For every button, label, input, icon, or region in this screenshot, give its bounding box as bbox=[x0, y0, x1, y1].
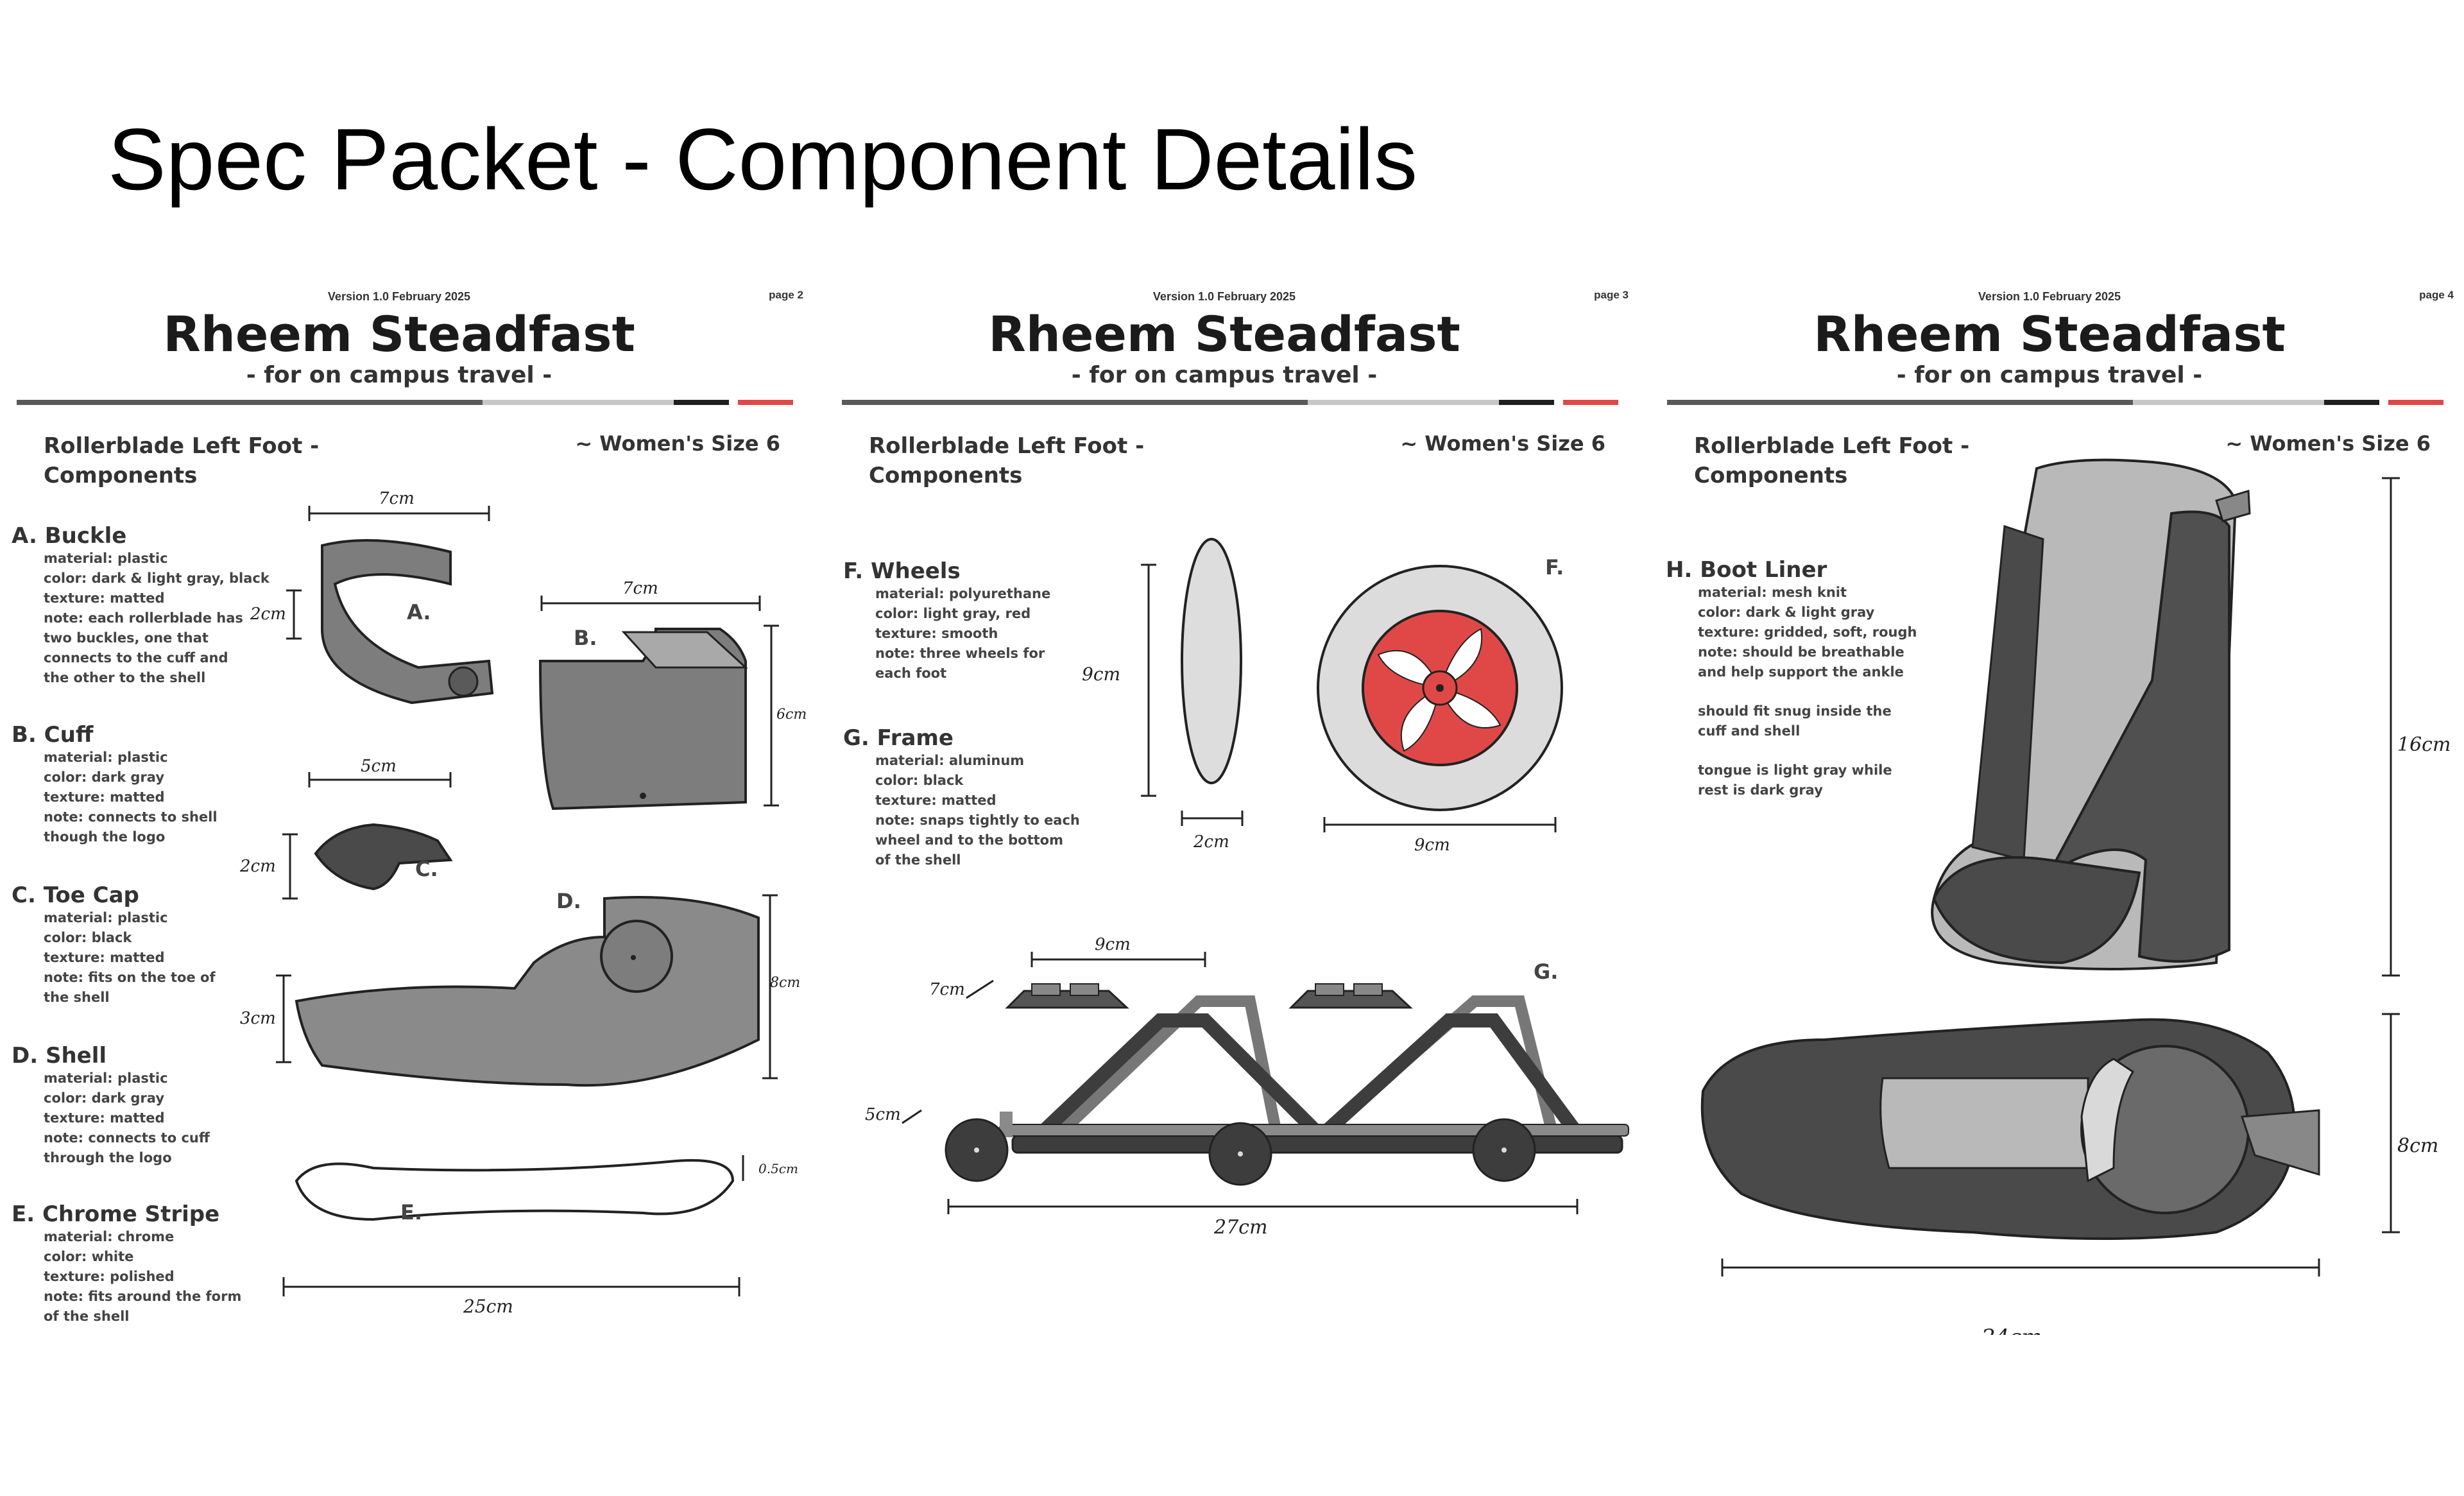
version-label: Version 1.0 February 2025 bbox=[1152, 290, 1296, 303]
dim-buckle-height: 2cm bbox=[250, 605, 286, 624]
dim-cuff-width: 7cm bbox=[622, 579, 658, 598]
page-number: page 2 bbox=[769, 289, 803, 301]
boot-liner-top-drawing bbox=[1700, 1013, 2400, 1277]
page-number: page 3 bbox=[1594, 289, 1629, 301]
dim-shell-height: 3cm bbox=[240, 1009, 276, 1028]
section-title: Rollerblade Left Foot - Components bbox=[44, 433, 320, 488]
dim-stripe-height: 0.5cm bbox=[758, 1161, 798, 1176]
size-label: ~ Women's Size 6 bbox=[575, 431, 780, 456]
marker-b: B. bbox=[574, 626, 597, 650]
components-drawing: A. B. C. D. E. 7cm 2cm 7cm 6cm 5cm 2cm 3… bbox=[239, 489, 807, 1317]
wheel-front-drawing bbox=[1317, 565, 1563, 832]
component-shell: D. Shell material: plastic color: dark g… bbox=[12, 1043, 210, 1165]
header-rule-light bbox=[2133, 400, 2364, 405]
component-chrome-stripe: E. Chrome Stripe material: chrome color:… bbox=[12, 1201, 242, 1324]
component-frame: G. Frame material: aluminum color: black… bbox=[843, 725, 1080, 868]
header-rule-red bbox=[738, 400, 793, 405]
header-rule-light bbox=[483, 400, 714, 405]
dim-liner-width: 8cm bbox=[2397, 1135, 2438, 1157]
spec-page-2: Version 1.0 February 2025 page 2 Rheem S… bbox=[12, 282, 816, 1335]
component-buckle: A. Buckle material: plastic color: dark … bbox=[12, 523, 270, 685]
header-rule-black bbox=[674, 400, 729, 405]
components-drawing: F. G. 9cm 2cm 9cm 9cm 7cm 5cm 27cm bbox=[865, 538, 1629, 1239]
brand-title: Rheem Steadfast bbox=[163, 305, 635, 363]
marker-d: D. bbox=[556, 889, 581, 913]
dim-frame-top: 9cm bbox=[1095, 935, 1131, 954]
wheel-side-drawing bbox=[1141, 538, 1244, 826]
dim-wheel-diameter: 9cm bbox=[1082, 664, 1120, 685]
dim-toe-height: 2cm bbox=[239, 857, 276, 876]
shell-drawing bbox=[276, 894, 778, 1087]
dim-liner-height: 16cm bbox=[2397, 734, 2451, 756]
dim-frame-length: 27cm bbox=[1213, 1216, 1267, 1239]
component-wheels: F. Wheels material: polyurethane color: … bbox=[843, 558, 1051, 681]
dim-stripe-length: 25cm bbox=[463, 1296, 513, 1317]
marker-e: E. bbox=[400, 1200, 422, 1225]
version-label: Version 1.0 February 2025 bbox=[1978, 290, 2121, 303]
dim-cuff-height: 6cm bbox=[776, 707, 807, 723]
dim-shell-depth: 8cm bbox=[770, 975, 800, 991]
header-rule-dark bbox=[17, 400, 483, 405]
section-title: Rollerblade Left Foot - Components bbox=[1694, 433, 1970, 488]
spec-page-3: Version 1.0 February 2025 page 3 Rheem S… bbox=[839, 282, 1641, 1335]
dim-wheel-front-diameter: 9cm bbox=[1414, 836, 1450, 855]
component-toe-cap: C. Toe Cap material: plastic color: blac… bbox=[12, 882, 216, 1005]
boot-liner-side-drawing bbox=[1931, 458, 2400, 977]
header-rule-red bbox=[2388, 400, 2443, 405]
brand-title: Rheem Steadfast bbox=[1813, 305, 2286, 363]
dim-wheel-width: 2cm bbox=[1193, 832, 1229, 852]
header-rule-dark bbox=[842, 400, 1308, 405]
marker-a: A. bbox=[407, 600, 431, 624]
spec-page-4: Version 1.0 February 2025 page 4 Rheem S… bbox=[1664, 282, 2464, 1335]
header-rule-dark bbox=[1667, 400, 2133, 405]
tagline: - for on campus travel - bbox=[246, 362, 552, 388]
frame-drawing bbox=[902, 952, 1629, 1214]
section-title: Rollerblade Left Foot - Components bbox=[869, 433, 1145, 488]
toe-cap-drawing bbox=[282, 772, 453, 900]
dim-buckle-width: 7cm bbox=[379, 489, 415, 508]
size-label: ~ Women's Size 6 bbox=[1400, 431, 1605, 456]
version-label: Version 1.0 February 2025 bbox=[327, 290, 471, 303]
component-cuff: B. Cuff material: plastic color: dark gr… bbox=[12, 722, 218, 845]
dim-liner-length: 24cm bbox=[1981, 1325, 2042, 1335]
slide-title: Spec Packet - Component Details bbox=[108, 110, 1417, 208]
cuff-drawing bbox=[538, 596, 779, 811]
brand-title: Rheem Steadfast bbox=[988, 305, 1460, 363]
marker-g: G. bbox=[1534, 959, 1558, 984]
dim-toe-width: 5cm bbox=[361, 757, 397, 776]
tagline: - for on campus travel - bbox=[1896, 362, 2203, 388]
marker-f: F. bbox=[1545, 555, 1564, 580]
dim-frame-height: 5cm bbox=[865, 1105, 901, 1124]
dim-frame-depth: 7cm bbox=[929, 980, 965, 999]
header-rule-light bbox=[1308, 400, 1539, 405]
buckle-drawing bbox=[286, 506, 494, 705]
header-rule-black bbox=[2324, 400, 2379, 405]
component-boot-liner: H. Boot Liner material: mesh knit color:… bbox=[1666, 557, 1917, 798]
marker-c: C. bbox=[415, 857, 438, 881]
components-drawing: 16cm 8cm 24cm bbox=[1700, 458, 2451, 1335]
chrome-stripe-drawing bbox=[282, 1155, 744, 1296]
tagline: - for on campus travel - bbox=[1071, 362, 1378, 388]
page-number: page 4 bbox=[2419, 289, 2454, 301]
size-label: ~ Women's Size 6 bbox=[2225, 431, 2431, 456]
header-rule-black bbox=[1499, 400, 1554, 405]
header-rule-red bbox=[1563, 400, 1618, 405]
